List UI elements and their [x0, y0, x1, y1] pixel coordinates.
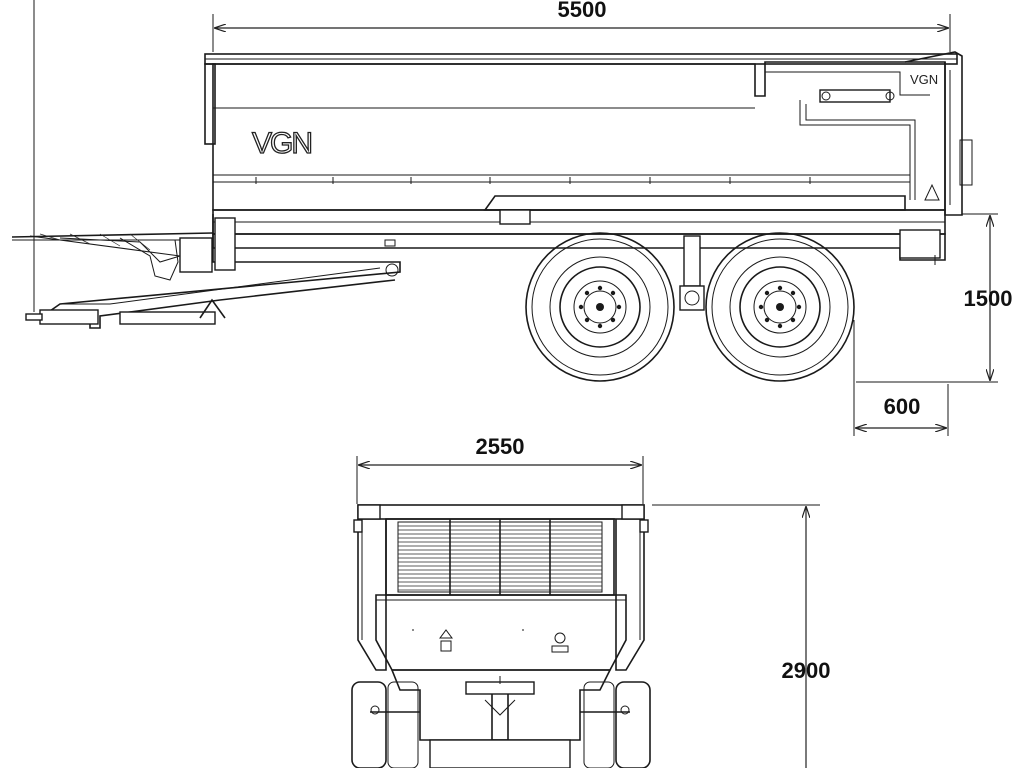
suspension-hanger: [679, 235, 705, 311]
dimension-width-label: 2550: [476, 434, 525, 459]
side-view: 5500 VGN: [11, 0, 1013, 436]
wheel-front: [525, 232, 675, 382]
chassis: [212, 195, 946, 265]
support-leg: [11, 232, 214, 281]
dimension-length-label: 5500: [558, 0, 607, 22]
dimension-total-height: 2900: [652, 504, 831, 768]
brand-logo-rear: VGN: [910, 72, 938, 87]
rear-tailgate: VGN: [765, 51, 973, 216]
rear-chassis: [370, 669, 630, 768]
dimension-overhang: 600: [853, 320, 949, 436]
box-body: VGN: [204, 53, 958, 211]
brand-logo-side: VGN: [252, 127, 311, 160]
rear-panel: [375, 594, 627, 671]
rear-view: 2550 2900: [351, 434, 831, 768]
rear-wheels-right: [583, 681, 651, 768]
dimension-length: 5500: [212, 0, 951, 52]
dimension-width: 2550: [356, 434, 644, 504]
tailgate-grille: [385, 518, 615, 596]
dimension-height: 1500: [856, 213, 1013, 383]
hydraulic-ram: [819, 89, 891, 103]
dimension-overhang-label: 600: [884, 394, 921, 419]
drawbar: [25, 214, 401, 329]
dimension-height-label: 1500: [964, 286, 1013, 311]
wheel-rear: [705, 232, 855, 382]
panel-rivets: [255, 177, 811, 184]
dimension-total-height-label: 2900: [782, 658, 831, 683]
rear-wheels-left: [351, 681, 419, 768]
